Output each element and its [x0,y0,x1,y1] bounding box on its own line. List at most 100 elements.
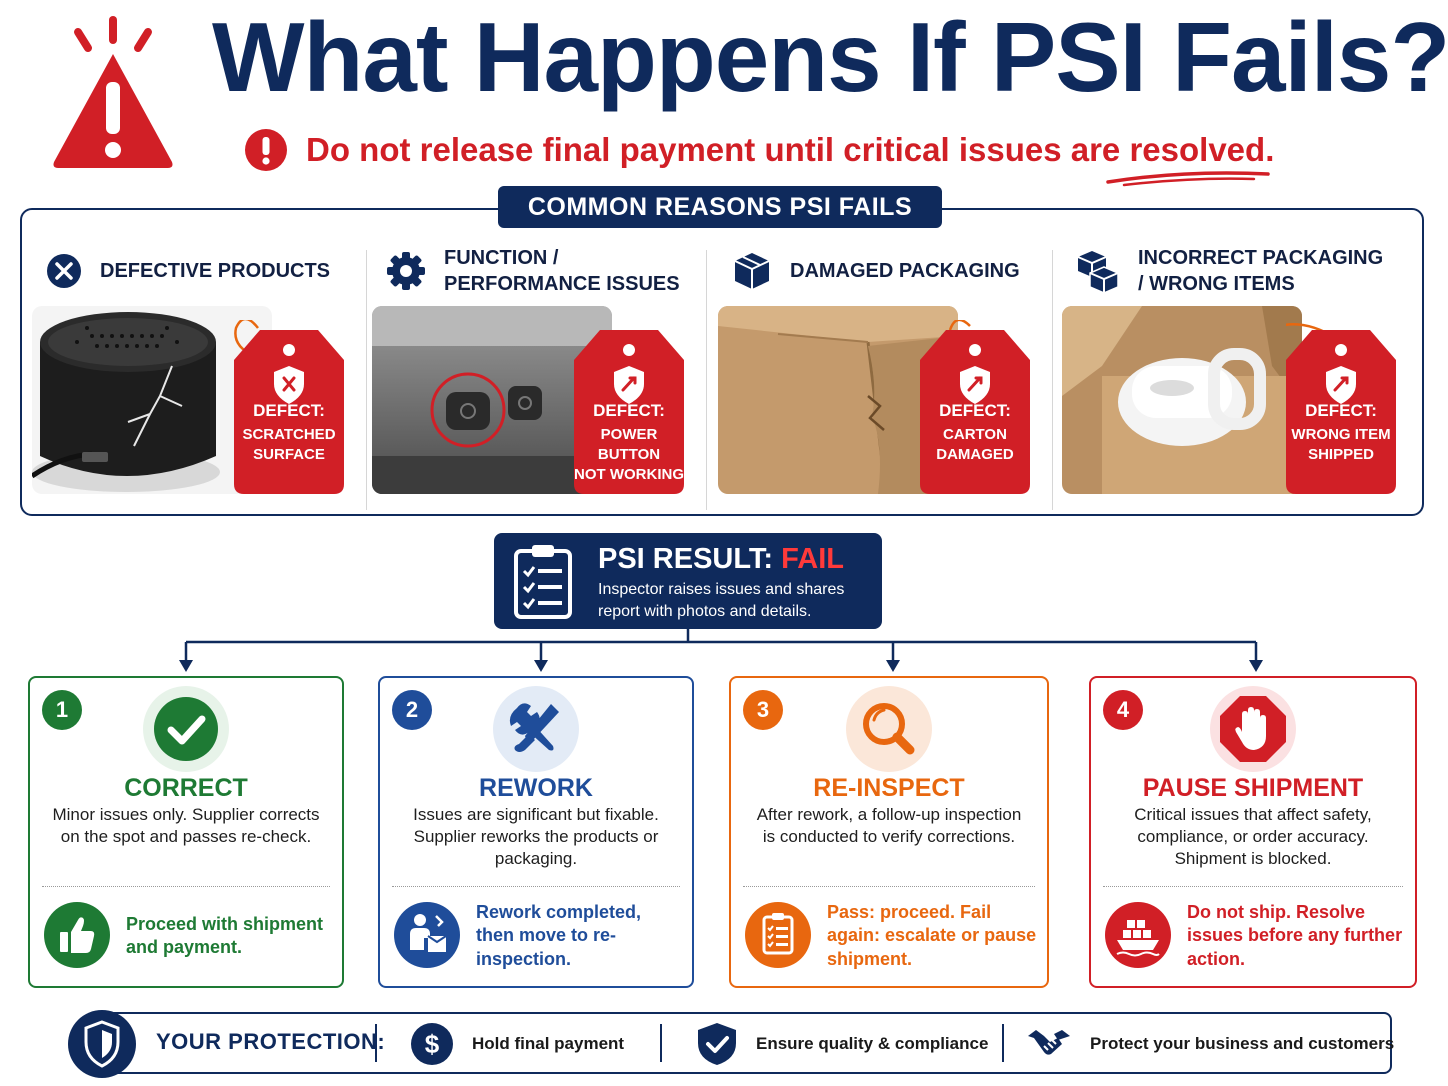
divider [706,250,707,510]
step-number: 2 [392,690,432,730]
tag-shape [1286,323,1396,494]
outcome-title: RE-INSPECT [813,774,965,802]
tag-shape [234,320,344,494]
reasons-heading: COMMON REASONS PSI FAILS [498,186,942,228]
protection-item-quality: Ensure quality & compliance [696,1020,988,1068]
divider [1002,1024,1004,1062]
outcome-title: REWORK [479,774,593,802]
divider [366,250,367,510]
clipboard-checklist-icon [514,545,572,619]
outcome-rework: 2 REWORK Issues are significant but fixa… [378,676,694,988]
outcome-description: Critical issues that affect safety, comp… [1134,805,1372,869]
protection-item-business: Protect your business and customers [1026,1020,1394,1068]
reason-label: DAMAGED PACKAGING [790,260,1020,282]
protection-label: Ensure quality & compliance [756,1034,989,1053]
dollar-icon: $ [411,1023,453,1065]
reason-header: DAMAGED PACKAGING [732,236,1040,306]
tools-icon [493,686,579,772]
shield-check-icon [698,1023,736,1065]
outcome-footer: Rework completed, then move to re-inspec… [476,901,642,969]
outcome-description: Issues are significant but fixable. Supp… [413,805,659,869]
box-icon [734,253,770,289]
divider [42,886,330,887]
protection-item-payment: $ Hold final payment [410,1020,624,1068]
reason-label: DEFECTIVE PRODUCTS [100,260,331,282]
outcome-footer: Proceed with shipment and payment. [126,913,324,957]
outcome-correct: 1 CORRECT Minor issues only. Supplier co… [28,676,344,988]
divider [1103,886,1403,887]
reason-label: INCORRECT PACKAGING / WRONG ITEMS [1138,247,1384,295]
outcome-reinspect: 3 RE-INSPECT After rework, a follow-up i… [729,676,1049,988]
warning-line: Do not release final payment until criti… [244,128,1274,172]
warning-text: Do not release final payment until criti… [306,131,1275,168]
tag-line2: DAMAGED [936,446,1014,464]
outcome-title: CORRECT [124,774,248,802]
check-icon [143,686,229,772]
step-number: 1 [42,690,82,730]
stop-hand-icon [1210,686,1296,772]
defect-tag: DEFECT: POWER BUTTON NOT WORKING [574,320,684,494]
exclamation-icon [245,129,287,171]
tag-line1: POWER BUTTON [597,425,661,464]
defect-tag: DEFECT: CARTON DAMAGED [920,320,1030,494]
svg-text:$: $ [425,1029,440,1059]
thumbs-up-icon [44,902,110,968]
warning-triangle-icon [53,16,173,168]
tag-shape [920,320,1030,494]
x-circle-icon [47,254,81,288]
tag-shape [574,330,684,494]
outcome-footer: Pass: proceed. Fail again: escalate or p… [827,901,1037,969]
device-button-photo [372,306,612,494]
tag-line2: NOT WORKING [574,466,684,484]
divider [743,886,1035,887]
tag-title: DEFECT: [593,401,665,420]
reason-label: FUNCTION / PERFORMANCE ISSUES [444,247,680,295]
tag-title: DEFECT: [253,401,325,420]
reason-damaged-packaging: DAMAGED PACKAGING DEFECT: CARTON DAMAGED [706,228,1053,510]
protection-label: Hold final payment [472,1034,625,1053]
outcome-title: PAUSE SHIPMENT [1142,774,1364,802]
reason-function-issues: FUNCTION / PERFORMANCE ISSUES DEFECT: PO… [360,228,707,510]
tag-title: DEFECT: [939,401,1011,420]
gear-icon [387,252,425,290]
step-number: 4 [1103,690,1143,730]
psi-result-title: PSI RESULT: FAIL [598,543,844,575]
reason-defective-products: DEFECTIVE PRODUCTS DEFECT: SCRATCHED SUR… [20,228,367,510]
fail-status: FAIL [781,543,844,575]
wrong-item-photo [1062,306,1302,494]
reason-header: INCORRECT PACKAGING / WRONG ITEMS [1076,236,1388,306]
tag-line2: SURFACE [253,446,325,464]
underline-swoosh [1106,171,1270,187]
tag-line1: SCRATCHED [242,425,336,443]
protection-title: YOUR PROTECTION: [156,1029,386,1054]
shield-icon [68,1010,136,1078]
step-number: 3 [743,690,783,730]
reason-header: DEFECTIVE PRODUCTS [46,236,350,306]
outcome-description: After rework, a follow-up inspection is … [756,805,1022,847]
handshake-icon [1028,1030,1070,1055]
tag-line1: WRONG ITEM [1291,425,1391,443]
divider [392,886,680,887]
speaker-photo [32,306,272,494]
divider [1052,250,1053,510]
outcome-description: Minor issues only. Supplier corrects on … [52,805,320,847]
magnifier-icon [846,686,932,772]
divider [375,1024,377,1062]
worker-box-icon [394,902,460,968]
defect-tag: DEFECT: SCRATCHED SURFACE [234,320,344,494]
defect-tag: DEFECT: WRONG ITEM SHIPPED [1286,320,1396,494]
outcome-pause-shipment: 4 PAUSE SHIPMENT Critical issues that af… [1089,676,1417,988]
cargo-ship-icon [1105,902,1171,968]
boxes-icon [1077,251,1119,293]
psi-result-subtitle: Inspector raises issues and shares repor… [598,581,845,620]
divider [660,1024,662,1062]
tag-line1: CARTON [943,425,1007,443]
tag-line2: SHIPPED [1308,446,1374,464]
outcome-footer: Do not ship. Resolve issues before any f… [1187,901,1403,969]
reason-header: FUNCTION / PERFORMANCE ISSUES [386,236,694,306]
page-title: What Happens If PSI Fails? [212,2,1448,112]
clipboard-icon [745,902,811,968]
reason-wrong-items: INCORRECT PACKAGING / WRONG ITEMS DEFECT… [1050,228,1422,510]
protection-label: Protect your business and customers [1090,1034,1395,1053]
psi-result-box: PSI RESULT: FAIL Inspector raises issues… [494,533,882,629]
